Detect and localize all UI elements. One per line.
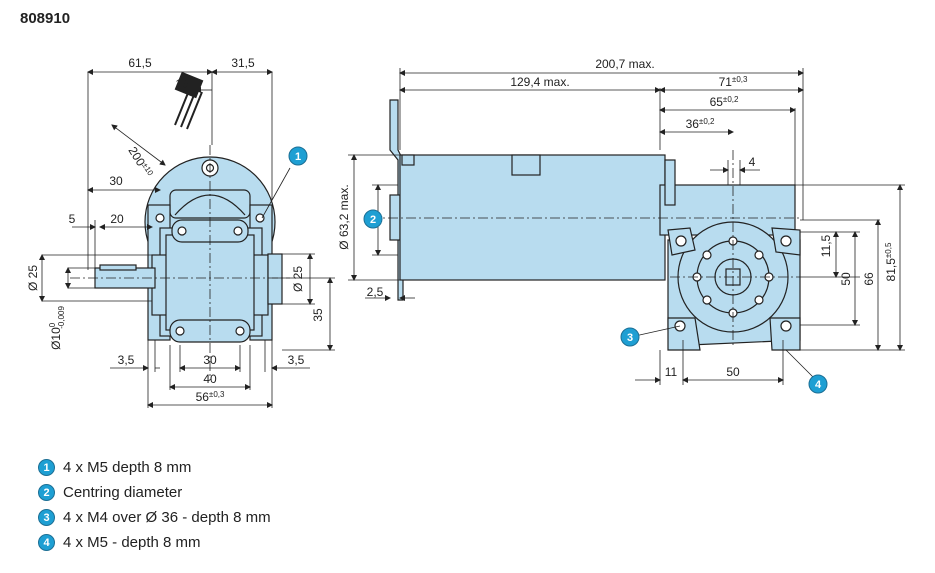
- dim-dia25-left: Ø 25: [26, 265, 40, 291]
- dim-81-5-tol: ±0,5: [884, 242, 893, 258]
- dim-40: 40: [203, 372, 217, 386]
- legend-badge: 3: [38, 509, 55, 526]
- svg-text:3: 3: [627, 332, 633, 344]
- svg-text:1: 1: [295, 151, 301, 163]
- svg-text:2: 2: [370, 214, 376, 226]
- dim-30-bottom: 30: [203, 353, 217, 367]
- callout-badge-3: 3: [620, 327, 640, 347]
- front-dimension-lines: [39, 69, 335, 408]
- legend-text: 4 x M4 over Ø 36 - depth 8 mm: [63, 509, 271, 526]
- dim-65: 65: [710, 95, 724, 109]
- dim-50-horizontal: 50: [726, 365, 740, 379]
- dim-71-group: 71±0,3: [719, 75, 748, 89]
- dim-35: 35: [311, 308, 325, 322]
- dim-81-5: 81,5: [884, 258, 898, 282]
- dim-dia10-tol-lower: -0,009: [57, 306, 66, 329]
- front-centerlines: [70, 145, 290, 380]
- svg-text:4: 4: [815, 379, 822, 391]
- dim-dia25-right: Ø 25: [291, 266, 305, 292]
- side-dimension-lines: [348, 68, 905, 385]
- dim-dia10-group: Ø100-0,009: [48, 306, 66, 350]
- dim-20: 20: [110, 212, 124, 226]
- dim-56-group: 56±0,3: [196, 390, 225, 404]
- callout-badge-4: 4: [808, 374, 828, 394]
- legend-item: 1 4 x M5 depth 8 mm: [38, 455, 271, 480]
- dim-5: 5: [69, 212, 76, 226]
- legend-item: 3 4 x M4 over Ø 36 - depth 8 mm: [38, 505, 271, 530]
- dim-4: 4: [749, 155, 756, 169]
- side-dimension-texts: 200,7 max. 129,4 max. 71±0,3 65±0,2 36±0…: [337, 57, 898, 379]
- dim-66: 66: [862, 272, 876, 286]
- dim-2-5: 2,5: [367, 285, 384, 299]
- dim-3-5-right: 3,5: [288, 353, 305, 367]
- dim-36: 36: [686, 117, 700, 131]
- part-reference: 808910: [20, 10, 71, 27]
- dim-36-tol: ±0,2: [699, 117, 715, 126]
- dim-56-tol: ±0,3: [209, 390, 225, 399]
- dim-61-5: 61,5: [128, 56, 152, 70]
- side-view: [389, 99, 801, 351]
- dim-31-5: 31,5: [231, 56, 255, 70]
- dim-dia10-tol-upper: 0: [48, 322, 57, 327]
- legend-item: 4 4 x M5 - depth 8 mm: [38, 530, 271, 555]
- front-view: [94, 71, 283, 343]
- technical-drawing: 61,5 31,5 16 200±10 30 5 20 Ø 25 Ø100-0,…: [26, 56, 905, 408]
- legend-badge: 4: [38, 534, 55, 551]
- dim-200-7: 200,7 max.: [595, 57, 654, 71]
- legend-text: Centring diameter: [63, 484, 183, 501]
- dim-65-group: 65±0,2: [710, 95, 739, 109]
- legend-text: 4 x M5 depth 8 mm: [63, 459, 192, 476]
- legend: 1 4 x M5 depth 8 mm 2 Centring diameter …: [38, 455, 271, 555]
- dim-50-vertical: 50: [839, 272, 853, 286]
- dim-71-tol: ±0,3: [732, 75, 748, 84]
- dim-3-5-left: 3,5: [118, 353, 135, 367]
- dim-16: 16: [175, 77, 189, 91]
- dim-36-group: 36±0,2: [686, 117, 715, 131]
- dim-11: 11: [665, 365, 678, 379]
- callout-badge-1: 1: [288, 146, 308, 166]
- dim-200-group: 200±10: [125, 144, 155, 180]
- legend-badge: 2: [38, 484, 55, 501]
- side-centerlines: [370, 150, 800, 345]
- legend-badge: 1: [38, 459, 55, 476]
- dim-129-4: 129,4 max.: [510, 75, 569, 89]
- dim-dia10: Ø10: [49, 327, 63, 350]
- legend-text: 4 x M5 - depth 8 mm: [63, 534, 201, 551]
- legend-item: 2 Centring diameter: [38, 480, 271, 505]
- dim-dia63-2: Ø 63,2 max.: [337, 184, 351, 249]
- dim-71: 71: [719, 75, 733, 89]
- dim-200-tol: ±10: [140, 161, 155, 178]
- dim-11-5: 11,5: [819, 234, 833, 257]
- dim-56: 56: [196, 390, 210, 404]
- dim-81-5-group: 81,5±0,5: [884, 242, 898, 281]
- callout-badge-2: 2: [363, 209, 383, 229]
- dim-30-top: 30: [109, 174, 123, 188]
- dim-65-tol: ±0,2: [723, 95, 739, 104]
